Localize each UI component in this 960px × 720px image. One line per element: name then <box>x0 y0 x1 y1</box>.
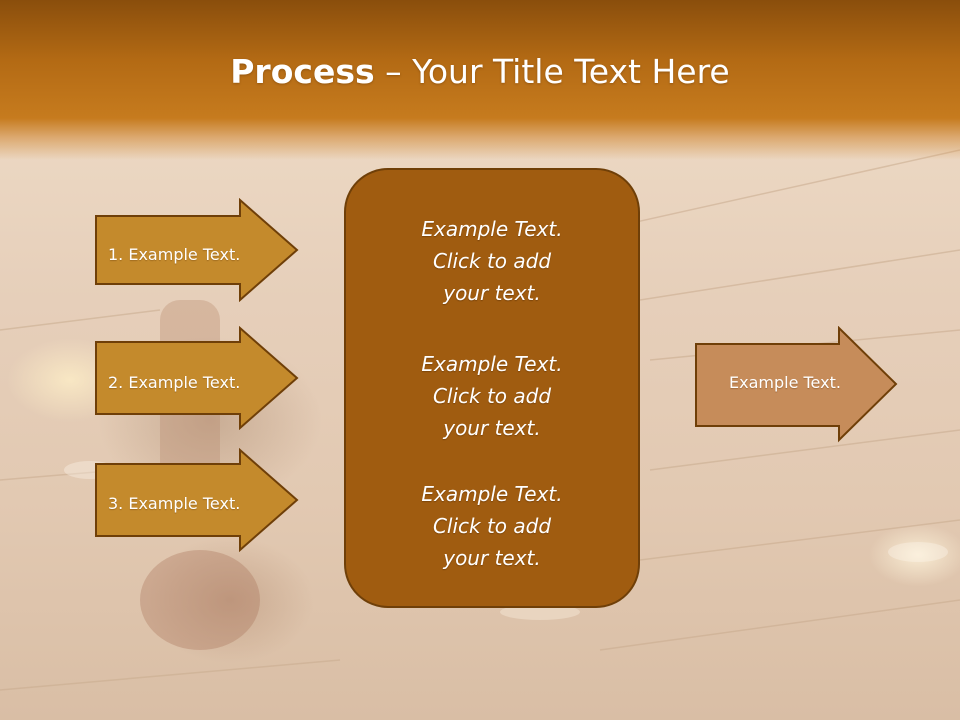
left-arrow-3-label: 3. Example Text. <box>108 494 241 513</box>
left-arrow-2[interactable] <box>94 326 300 430</box>
right-arrow[interactable] <box>694 326 900 444</box>
title-bold-part: Process <box>230 52 375 91</box>
center-block-1-line-3: your text. <box>443 281 541 305</box>
center-block-1-line-2: Click to add <box>432 249 552 273</box>
slide-title[interactable]: Process – Your Title Text Here <box>0 52 960 91</box>
left-arrow-2-label: 2. Example Text. <box>108 373 241 392</box>
center-block-3-line-1: Example Text. <box>421 482 563 506</box>
left-arrow-3[interactable] <box>94 448 300 552</box>
title-rest-part: – Your Title Text Here <box>374 52 730 91</box>
center-block-3-line-3: your text. <box>443 546 541 570</box>
center-block-3-line-2: Click to add <box>432 514 552 538</box>
left-arrow-1[interactable] <box>94 198 300 302</box>
center-block-2-line-3: your text. <box>443 416 541 440</box>
center-text-block-1: Example Text. Click to add your text. <box>344 213 640 309</box>
right-arrow-label: Example Text. <box>729 373 841 392</box>
center-block-2-line-1: Example Text. <box>421 352 563 376</box>
center-content-box[interactable] <box>344 168 640 608</box>
center-text-block-2: Example Text. Click to add your text. <box>344 348 640 444</box>
center-block-2-line-2: Click to add <box>432 384 552 408</box>
left-arrow-1-label: 1. Example Text. <box>108 245 241 264</box>
center-block-1-line-1: Example Text. <box>421 217 563 241</box>
title-header-band <box>0 0 960 160</box>
center-text-block-3: Example Text. Click to add your text. <box>344 478 640 574</box>
